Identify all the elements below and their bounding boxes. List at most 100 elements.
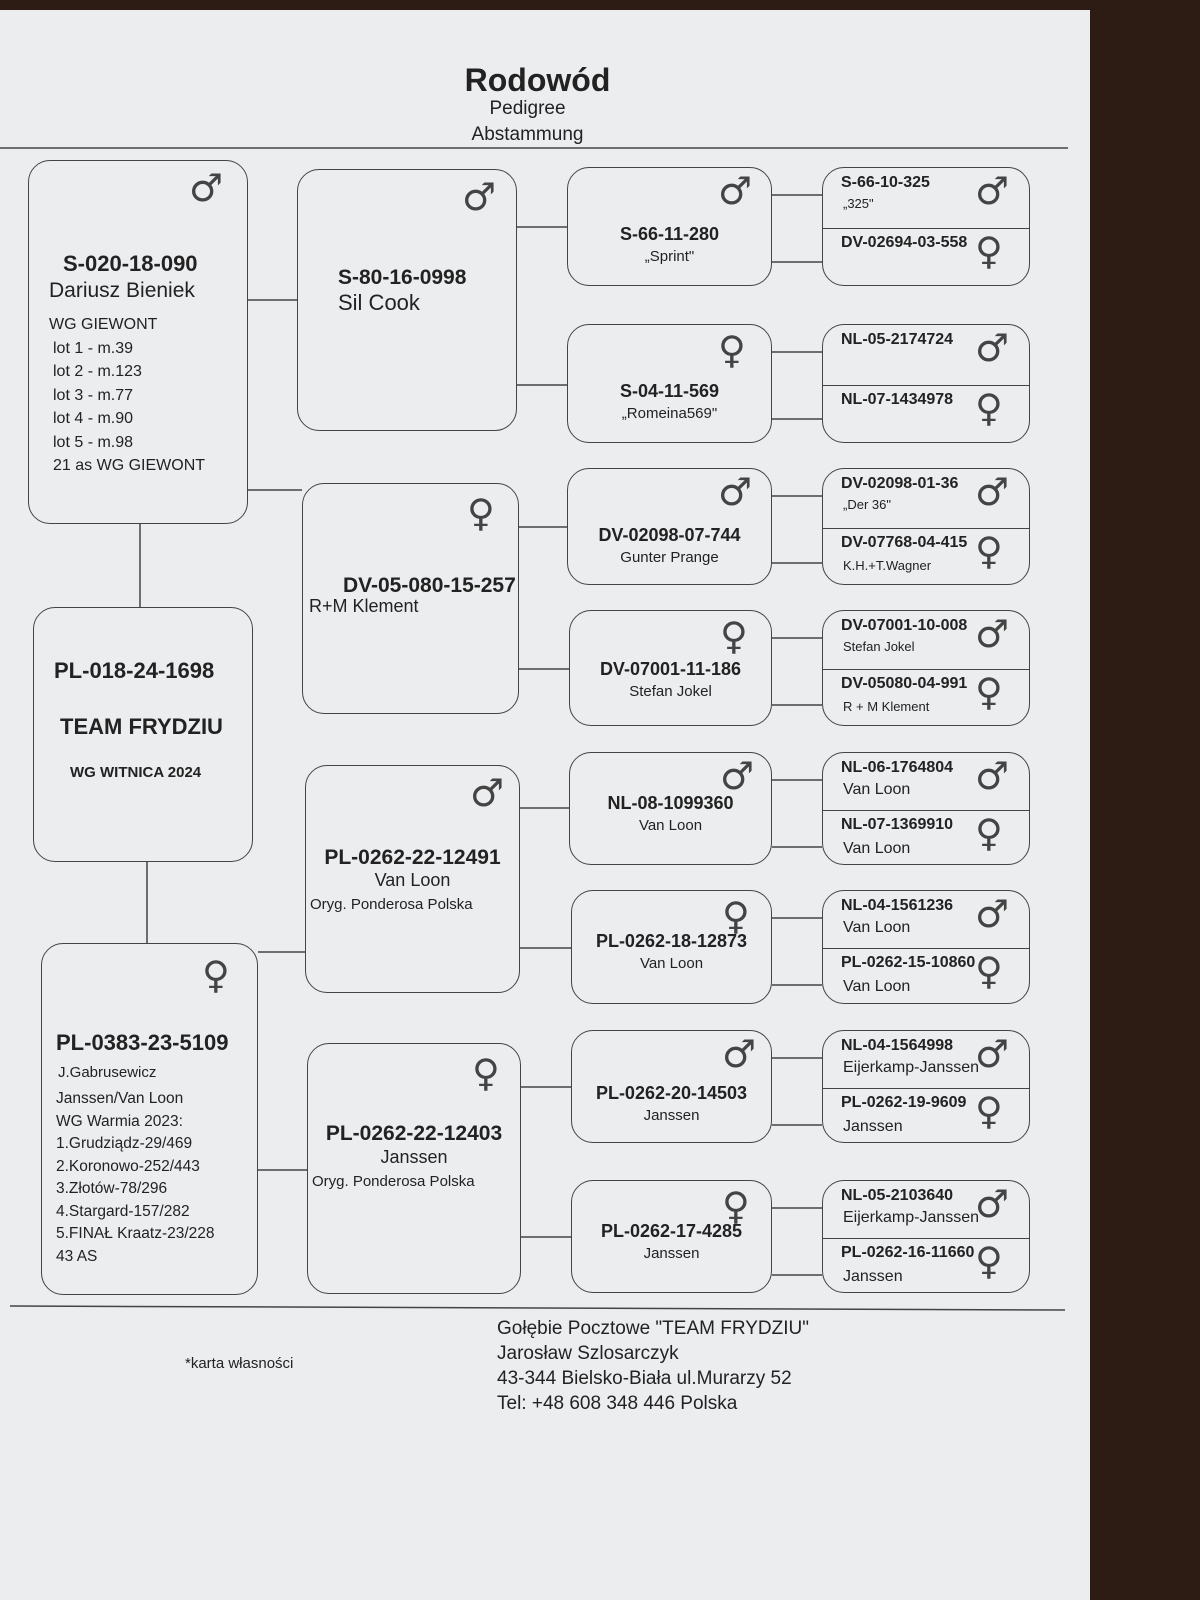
subtitle-english: Pedigree — [489, 98, 566, 119]
ancestor-sire-name: „325" — [843, 196, 874, 211]
ancestor-sire-ring: NL-06-1764804 — [841, 759, 954, 776]
male-symbol-icon: ♂ — [718, 470, 753, 514]
pedigree-sheet: Rodowód Pedigree Abstammung ♂ S-020-18-09… — [0, 10, 1090, 1600]
female-symbol-icon: ♀ — [975, 1239, 1003, 1283]
ancestor-sire-name: „Der 36" — [843, 497, 891, 512]
great-grandparent-name: Janssen — [643, 1107, 700, 1124]
card-divider — [823, 948, 1029, 949]
female-symbol-icon: ♀ — [720, 614, 748, 658]
ancestor-sire-ring: DV-07001-10-008 — [841, 617, 968, 634]
ancestor-dam-name: Van Loon — [843, 840, 911, 857]
male-symbol-icon: ♂ — [462, 175, 497, 219]
dam-result-line: 3.Złotów-78/296 — [56, 1180, 168, 1197]
great-grandparent-name: „Sprint" — [644, 248, 695, 265]
footer-rule — [9, 1305, 1066, 1311]
female-symbol-icon: ♀ — [202, 953, 230, 997]
female-symbol-icon: ♀ — [722, 1184, 750, 1228]
subject-name: TEAM FRYDZIU — [60, 714, 223, 739]
ancestor-sire-ring: NL-05-2174724 — [841, 331, 954, 348]
ancestor-dam-ring: NL-07-1434978 — [841, 391, 954, 408]
male-symbol-icon: ♂ — [975, 612, 1010, 656]
female-symbol-icon: ♀ — [975, 386, 1003, 430]
grandparent-name: Van Loon — [374, 870, 451, 890]
grandparent-ring-number: PL-0262-22-12403 — [325, 1122, 503, 1145]
grandparent-name: Janssen — [380, 1147, 448, 1167]
breeder-contact-line: Tel: +48 608 348 446 Polska — [497, 1393, 738, 1414]
great-great-grandparents-card: ♂♀S-66-10-325„325"DV-02694-03-558 — [822, 167, 1030, 286]
dam-result-line: Janssen/Van Loon — [56, 1090, 184, 1107]
dam-result-line: WG Warmia 2023: — [56, 1112, 183, 1130]
great-grandparent-ring-number: PL-0262-17-4285 — [600, 1221, 743, 1241]
female-symbol-icon: ♀ — [472, 1051, 500, 1095]
ancestor-sire-name: Van Loon — [843, 919, 911, 936]
grandparent-name: Sil Cook — [338, 290, 420, 315]
sire-result-line: lot 4 - m.90 — [53, 410, 134, 427]
ancestor-dam-ring: DV-05080-04-991 — [841, 675, 968, 692]
dam-result-line: 5.FINAŁ Kraatz-23/228 — [56, 1225, 215, 1242]
card-divider — [823, 1088, 1029, 1089]
page-title: Rodowód — [464, 62, 611, 98]
female-symbol-icon: ♀ — [718, 328, 746, 372]
great-grandparent-name: Van Loon — [638, 817, 703, 834]
grandparent-name: R+M Klement — [309, 596, 419, 616]
ancestor-dam-name: Janssen — [843, 1268, 903, 1285]
ancestor-dam-name: R + M Klement — [843, 699, 930, 714]
male-symbol-icon: ♂ — [718, 169, 753, 213]
male-symbol-icon: ♂ — [975, 470, 1010, 514]
female-symbol-icon: ♀ — [975, 529, 1003, 573]
great-grandparent-name: Gunter Prange — [620, 549, 719, 566]
ancestor-dam-ring: DV-02694-03-558 — [841, 234, 968, 251]
ancestor-dam-ring: PL-0262-16-11660 — [841, 1244, 975, 1261]
card-divider — [823, 810, 1029, 811]
card-divider — [823, 1238, 1029, 1239]
ancestor-dam-name: K.H.+T.Wagner — [843, 558, 932, 573]
dam-ring-number: PL-0383-23-5109 — [56, 1030, 229, 1055]
sire-result-line: lot 1 - m.39 — [53, 339, 134, 357]
sire-ring-number: S-020-18-090 — [63, 251, 198, 276]
ancestor-sire-name: Eijerkamp-Janssen — [843, 1209, 980, 1226]
sire-result-line: 21 as WG GIEWONT — [53, 457, 206, 474]
ancestor-dam-ring: DV-07768-04-415 — [841, 534, 968, 551]
ancestor-dam-name: Van Loon — [843, 978, 911, 995]
great-grandparent-ring-number: S-66-11-280 — [619, 224, 720, 244]
card-divider — [823, 669, 1029, 670]
dam-owner: J.Gabrusewicz — [58, 1064, 157, 1081]
great-grandparent-name: Van Loon — [639, 955, 704, 972]
ancestor-sire-name: Eijerkamp-Janssen — [843, 1059, 980, 1076]
dam-result-line: 43 AS — [56, 1247, 98, 1265]
male-symbol-icon: ♂ — [975, 892, 1010, 936]
dam-result-line: 2.Koronowo-252/443 — [56, 1157, 200, 1175]
breeder-contact-line: 43-344 Bielsko-Biała ul.Murarzy 52 — [497, 1368, 792, 1389]
ancestor-dam-ring: PL-0262-19-9609 — [841, 1094, 967, 1111]
subject-race: WG WITNICA 2024 — [70, 764, 202, 781]
card-divider — [823, 528, 1029, 529]
male-symbol-icon: ♂ — [975, 1032, 1010, 1076]
ancestor-sire-name: Stefan Jokel — [843, 639, 915, 654]
great-grandparent-ring-number: S-04-11-569 — [619, 381, 720, 401]
grandparent-ring-number: S-80-16-0998 — [338, 266, 467, 289]
female-symbol-icon: ♀ — [722, 894, 750, 938]
great-grandparent-name: „Romeina569" — [621, 405, 718, 422]
great-grandparent-ring-number: DV-07001-11-186 — [599, 659, 742, 679]
male-symbol-icon: ♂ — [722, 1032, 757, 1076]
ownership-note: *karta własności — [185, 1355, 294, 1372]
male-symbol-icon: ♂ — [975, 326, 1010, 370]
card-divider — [823, 385, 1029, 386]
ancestor-sire-ring: NL-04-1561236 — [841, 897, 954, 914]
male-symbol-icon: ♂ — [975, 754, 1010, 798]
subtitle-german: Abstammung — [471, 124, 584, 145]
connector-lines — [0, 147, 1068, 1311]
ancestor-sire-ring: DV-02098-01-36 — [841, 475, 959, 492]
grandparent-ring-number: DV-05-080-15-257 — [343, 574, 516, 597]
